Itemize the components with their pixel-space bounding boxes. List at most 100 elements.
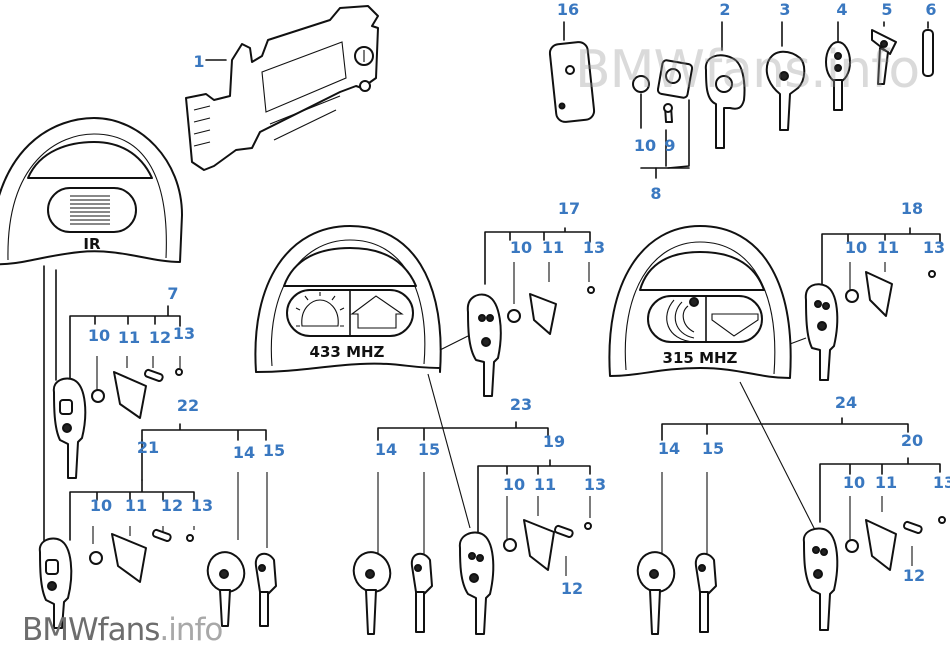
callout-18-11[interactable]: 11	[876, 238, 900, 257]
callout-23-14[interactable]: 14	[374, 440, 398, 459]
callout-22-14[interactable]: 14	[232, 443, 256, 462]
callout-21-11[interactable]: 11	[124, 496, 148, 515]
callout-17-13[interactable]: 13	[582, 238, 606, 257]
battery-part[interactable]	[89, 551, 103, 565]
remote-shell-part[interactable]	[548, 21, 596, 123]
callout-19-12[interactable]: 12	[560, 579, 584, 598]
screw-part[interactable]	[175, 368, 183, 376]
contact-part[interactable]	[903, 520, 923, 534]
watermark-suffix: .info	[159, 612, 223, 648]
key-part-3[interactable]	[765, 21, 806, 131]
callout-23-15[interactable]: 15	[417, 440, 441, 459]
callout-21-10[interactable]: 10	[89, 496, 113, 515]
key-part-14[interactable]	[632, 547, 680, 635]
callout-19[interactable]: 19	[542, 432, 566, 451]
callout-21-12[interactable]: 12	[160, 496, 184, 515]
callout-7-10[interactable]: 10	[87, 326, 111, 345]
battery-part[interactable]	[845, 289, 859, 303]
remote-key-17[interactable]	[466, 293, 502, 397]
key-part-2[interactable]	[704, 21, 746, 149]
battery-cover-part[interactable]	[865, 519, 897, 571]
contact-part[interactable]	[554, 524, 574, 538]
callout-20-13[interactable]: 13	[932, 473, 950, 492]
remote-key-18[interactable]	[804, 283, 839, 381]
battery-cover-part[interactable]	[111, 533, 147, 583]
callout-24-15[interactable]: 15	[701, 439, 725, 458]
remote-key-21[interactable]	[38, 537, 73, 629]
group-22-brackets	[69, 423, 268, 548]
callout-8-10[interactable]: 10	[633, 136, 657, 155]
callout-24-14[interactable]: 14	[657, 439, 681, 458]
key-part-5[interactable]	[871, 21, 897, 85]
screw-part[interactable]	[928, 270, 936, 278]
callout-16[interactable]: 16	[556, 0, 580, 19]
cover-ir[interactable]: IR	[0, 117, 183, 266]
callout-21[interactable]: 21	[136, 438, 160, 457]
callout-4[interactable]: 4	[836, 0, 848, 19]
callout-3[interactable]: 3	[779, 0, 791, 19]
battery-part[interactable]	[507, 309, 521, 323]
callout-5[interactable]: 5	[881, 0, 893, 19]
battery-part[interactable]	[845, 539, 859, 553]
remote-key-7[interactable]	[52, 377, 87, 479]
cover-315mhz[interactable]: 315 MHZ	[608, 225, 792, 379]
screw-part[interactable]	[584, 522, 592, 530]
callout-17[interactable]: 17	[557, 199, 581, 218]
callout-18-10[interactable]: 10	[844, 238, 868, 257]
callout-21-13[interactable]: 13	[190, 496, 214, 515]
callout-22[interactable]: 22	[176, 396, 200, 415]
callout-20-10[interactable]: 10	[842, 473, 866, 492]
screw-part[interactable]	[587, 286, 595, 294]
callout-24[interactable]: 24	[834, 393, 858, 412]
lock-housing-part[interactable]	[185, 5, 379, 171]
key-part-4[interactable]	[825, 21, 851, 111]
callout-8[interactable]: 8	[650, 184, 662, 203]
callout-20-11[interactable]: 11	[874, 473, 898, 492]
screw-part[interactable]	[938, 516, 946, 524]
battery-part[interactable]	[503, 538, 517, 552]
callout-9[interactable]: 9	[664, 136, 676, 155]
screw-part[interactable]	[186, 534, 194, 542]
battery-part[interactable]	[91, 389, 105, 403]
contact-part[interactable]	[152, 528, 172, 542]
callout-19-13[interactable]: 13	[583, 475, 607, 494]
key-part-14[interactable]	[202, 547, 250, 627]
battery-cover-part[interactable]	[529, 293, 557, 335]
key-blade-part-6[interactable]	[922, 21, 934, 77]
callout-7[interactable]: 7	[167, 284, 179, 303]
callout-20-12[interactable]: 12	[902, 566, 926, 585]
callout-7-13[interactable]: 13	[172, 324, 196, 343]
contact-part[interactable]	[144, 368, 164, 382]
battery-cover-part[interactable]	[865, 271, 893, 317]
callout-7-11[interactable]: 11	[117, 328, 141, 347]
callout-1[interactable]: 1	[193, 52, 205, 71]
callout-20[interactable]: 20	[900, 431, 924, 450]
callout-17-11[interactable]: 11	[541, 238, 565, 257]
key-part-14[interactable]	[348, 547, 396, 635]
cover-315-text: 315 MHZ	[663, 349, 738, 367]
watermark-brand: BMWfans	[22, 612, 160, 648]
remote-key-19[interactable]	[458, 531, 495, 635]
battery-cover-part[interactable]	[523, 519, 555, 571]
callout-22-15[interactable]: 15	[262, 441, 286, 460]
arrow-down-icon	[711, 313, 759, 337]
callout-17-10[interactable]: 10	[509, 238, 533, 257]
callout-23[interactable]: 23	[509, 395, 533, 414]
key-lock-assembly-part[interactable]	[632, 59, 694, 179]
callout-2[interactable]: 2	[719, 0, 731, 19]
callout-18-13[interactable]: 13	[922, 238, 946, 257]
key-part-15[interactable]	[694, 552, 717, 633]
battery-cover-part[interactable]	[113, 371, 147, 419]
callout-19-10[interactable]: 10	[502, 475, 526, 494]
house-icon	[350, 295, 404, 329]
remote-key-20[interactable]	[802, 527, 839, 631]
key-part-15[interactable]	[254, 552, 277, 627]
callout-7-12[interactable]: 12	[148, 328, 172, 347]
callout-18[interactable]: 18	[900, 199, 924, 218]
key-part-15[interactable]	[410, 552, 433, 633]
group-17-brackets	[484, 227, 591, 304]
cover-433mhz[interactable]: 433 MHZ	[254, 225, 442, 373]
callout-6[interactable]: 6	[925, 0, 937, 19]
watermark-top: BMWfans.info	[575, 40, 920, 100]
callout-19-11[interactable]: 11	[533, 475, 557, 494]
